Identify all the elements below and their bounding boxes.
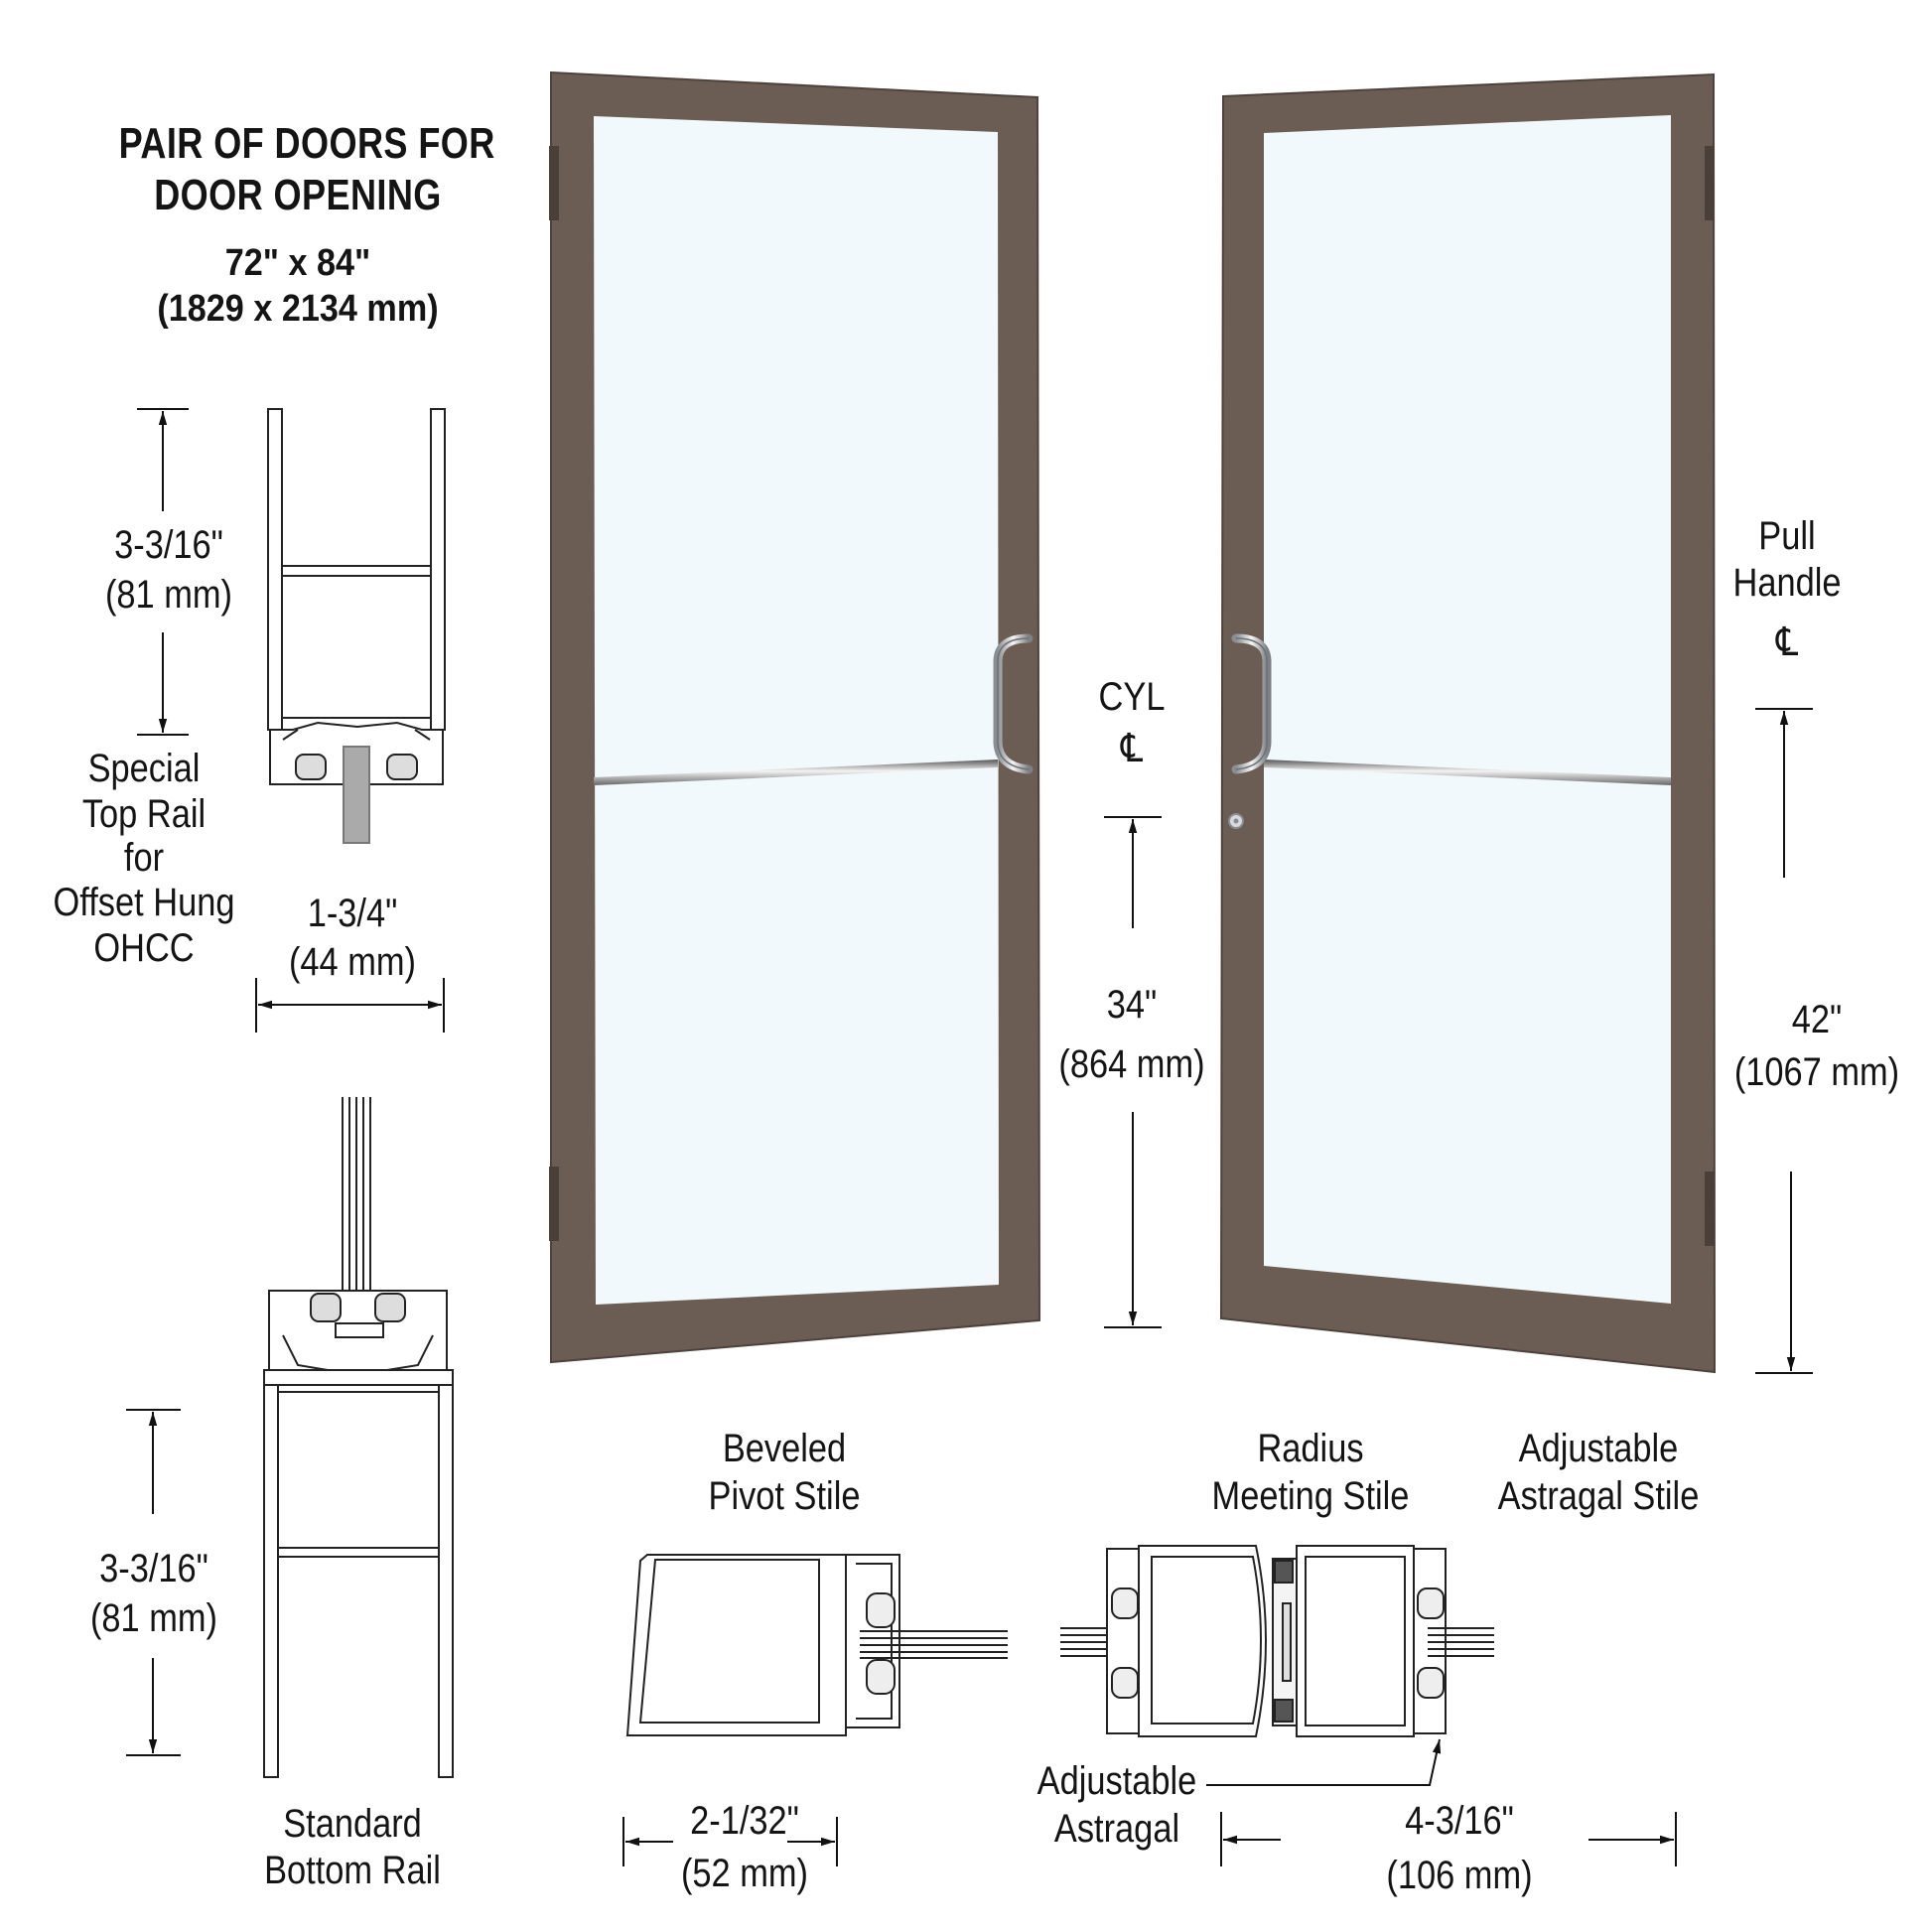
left-door — [549, 70, 1041, 1364]
right-door-push-bar — [1264, 759, 1671, 785]
astragal-stile-label-2: Astragal Stile — [1497, 1474, 1700, 1518]
pull-handle-label-2: Handle — [1732, 561, 1842, 605]
pivot-stile-width-mm: (52 mm) — [680, 1852, 809, 1895]
cylinder-centerline-icon: ℄ — [1120, 727, 1144, 770]
top-rail-height-inches: 3-3/16" — [114, 523, 223, 567]
meeting-stile-label-1: Radius — [1257, 1427, 1364, 1470]
pull-handle-height-mm: (1067 mm) — [1733, 1050, 1900, 1094]
meeting-stile-width-inches: 4-3/16" — [1405, 1799, 1514, 1843]
top-rail-label-2: Top Rail — [81, 792, 207, 836]
pull-handle-label-1: Pull — [1758, 514, 1816, 558]
opening-size-inches: 72" x 84" — [224, 242, 371, 284]
title-line-1: PAIR OF DOORS FOR — [118, 119, 495, 168]
meeting-stile-width-mm: (106 mm) — [1386, 1854, 1533, 1897]
bottom-rail-height-dimension — [126, 1409, 181, 1756]
right-door-top-pivot — [1705, 146, 1715, 220]
top-rail-height-mm: (81 mm) — [104, 573, 233, 617]
astragal-label-2: Astragal — [1053, 1807, 1180, 1851]
right-door-bottom-pivot — [1705, 1172, 1715, 1246]
astragal-leader-line — [1206, 1738, 1442, 1786]
right-door-glass — [1264, 115, 1671, 1304]
bottom-rail-profile — [263, 1097, 454, 1778]
pull-handle-height-inches: 42" — [1791, 998, 1843, 1041]
left-door-glass — [594, 116, 999, 1305]
cylinder-height-mm: (864 mm) — [1058, 1042, 1205, 1086]
astragal-stile-label-1: Adjustable — [1518, 1427, 1679, 1470]
top-rail-height-dimension — [137, 408, 189, 736]
astragal-label-1: Adjustable — [1036, 1759, 1197, 1803]
opening-size-mm: (1829 x 2134 mm) — [157, 288, 439, 330]
left-door-top-pivot — [549, 146, 559, 220]
meeting-and-astragal-stile-profile — [1060, 1545, 1494, 1737]
beveled-pivot-stile-profile — [625, 1554, 1008, 1736]
pull-handle-height-dimension — [1755, 708, 1813, 1374]
cylinder-height-dimension — [1104, 816, 1162, 1328]
bottom-rail-label-1: Standard — [283, 1802, 422, 1846]
pivot-stile-label-2: Pivot Stile — [708, 1474, 861, 1518]
rail-width-dimension — [255, 978, 445, 1033]
cylinder-height-inches: 34" — [1106, 983, 1158, 1027]
pivot-stile-width-inches: 2-1/32" — [690, 1799, 799, 1843]
top-rail-profile — [267, 408, 446, 844]
right-door — [1219, 72, 1717, 1374]
pull-handle-centerline-icon: ℄ — [1775, 621, 1799, 664]
bottom-rail-height-mm: (81 mm) — [89, 1596, 218, 1640]
rail-width-mm: (44 mm) — [288, 940, 417, 984]
pivot-stile-width-dimension — [622, 1817, 838, 1866]
top-rail-label-1: Special — [87, 747, 201, 790]
meeting-stile-width-dimension — [1220, 1812, 1677, 1866]
rail-width-inches: 1-3/4" — [307, 892, 398, 935]
left-door-push-bar — [594, 759, 998, 785]
top-rail-label-4: Offset Hung — [53, 881, 235, 924]
meeting-stile-label-2: Meeting Stile — [1211, 1474, 1410, 1518]
top-rail-label-3: for — [123, 836, 165, 880]
bottom-rail-height-inches: 3-3/16" — [99, 1547, 208, 1590]
left-door-bottom-pivot — [549, 1167, 559, 1241]
bottom-rail-label-2: Bottom Rail — [264, 1849, 441, 1892]
cylinder-label: CYL — [1098, 675, 1166, 719]
title-line-2: DOOR OPENING — [154, 171, 442, 219]
top-rail-label-5: OHCC — [93, 926, 195, 970]
pivot-stile-label-1: Beveled — [722, 1427, 847, 1470]
